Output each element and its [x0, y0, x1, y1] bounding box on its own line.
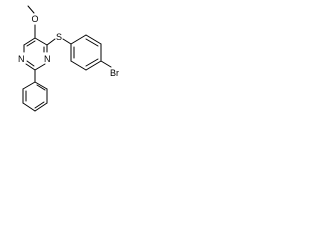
bond-aryl-5	[70, 60, 87, 71]
bromine-atom-label: Br	[110, 68, 119, 78]
bond-phenyl-3	[34, 102, 48, 112]
ring-nitrogen-right-label: N	[44, 54, 51, 64]
ring-nitrogen-left-label: N	[18, 54, 25, 64]
bond-c2-n1-inner	[26, 60, 35, 67]
bond-phenyl-4	[22, 102, 36, 112]
bond-n3-c2	[34, 63, 46, 71]
oxygen-atom-label: O	[32, 14, 39, 24]
bond-c4-sulfur	[46, 38, 56, 46]
bond-aryl-2	[85, 34, 102, 45]
bond-phenyl-1-inner	[36, 84, 46, 91]
sulfur-atom-label: S	[56, 32, 62, 42]
bond-c5-c4	[34, 37, 48, 46]
bond-aryl-4-inner	[85, 58, 99, 67]
bond-methyl-oxygen	[27, 5, 35, 14]
bond-aryl-2-inner	[85, 38, 99, 47]
bond-aryl-1	[70, 34, 87, 45]
structure-canvas: O S N N Br	[0, 0, 136, 132]
bond-phenyl-3-inner	[34, 101, 45, 109]
bond-phenyl-6	[22, 81, 36, 90]
bond-sulfur-aryl	[62, 38, 72, 45]
bond-aryl-bromine	[100, 60, 112, 68]
molecule-diagram: O S N N Br	[18, 5, 119, 112]
bond-c6-c5	[23, 37, 36, 46]
bond-c2-n1	[25, 63, 36, 71]
bond-aryl-4	[85, 60, 102, 71]
bond-phenyl-1	[34, 81, 48, 90]
bond-c6-c5-inner	[26, 40, 36, 47]
